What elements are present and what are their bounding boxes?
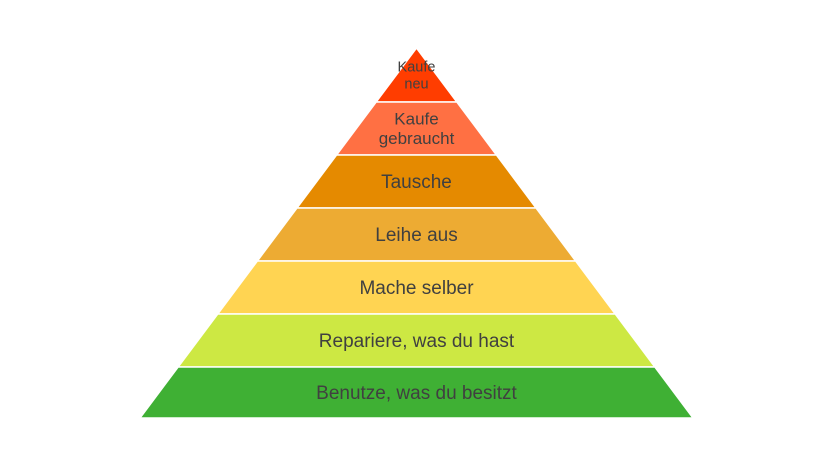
pyramid-tier-label: Repariere, was du hast	[319, 331, 515, 352]
pyramid-tiers	[138, 46, 695, 419]
pyramid-tier-label-line: Repariere, was du hast	[319, 331, 515, 352]
pyramid-tier-label: Benutze, was du besitzt	[316, 383, 517, 404]
pyramid-tier-label-line: gebraucht	[379, 129, 455, 148]
pyramid-tier-benutze-was-du-besitzt	[138, 366, 695, 419]
pyramid-tier-label-line: Benutze, was du besitzt	[316, 383, 517, 404]
pyramid-tier-label-line: Leihe aus	[375, 225, 457, 246]
pyramid-tier-label-line: neu	[404, 76, 428, 92]
pyramid-tier-label: Tausche	[381, 172, 452, 193]
pyramid-tier-label: Mache selber	[359, 278, 474, 299]
pyramid-tier-label: Leihe aus	[375, 225, 457, 246]
pyramid-tier-label-line: Tausche	[381, 172, 452, 193]
pyramid-tier-label-line: Kaufe	[394, 110, 438, 129]
pyramid-tier-label-line: Kaufe	[398, 60, 436, 76]
pyramid-tier-label-line: Mache selber	[359, 278, 474, 299]
